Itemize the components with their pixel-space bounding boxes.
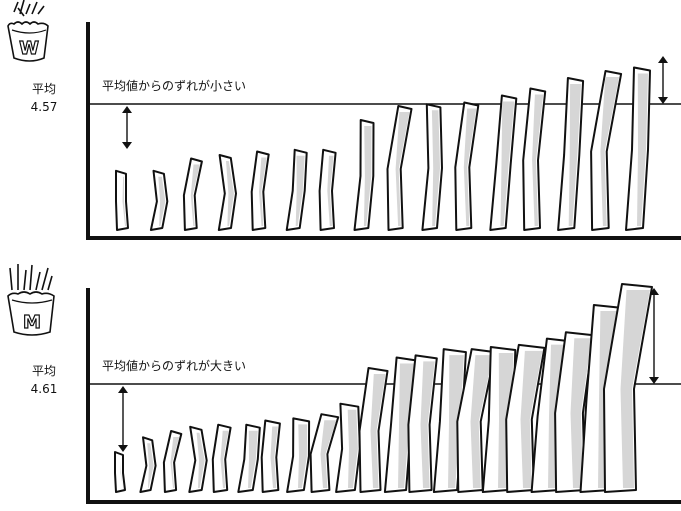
panel-m-figure: M 平均値からのずれが大きい [7,264,681,504]
french-fry [139,436,157,493]
average-label: 平均 [31,364,56,378]
fries-group-w [115,66,651,231]
french-fry-shade [122,176,126,226]
caption-small-deviation: 平均値からのずれが小さい [102,78,246,93]
fries-box-icon: W [7,0,49,62]
french-fry [114,451,126,493]
caption-large-deviation: 平均値からのずれが大きい [102,358,246,373]
average-block-m: 平均 4.61 [14,362,74,398]
panel-w: W 平均値からのずれが小さい 平均 4.57 [0,0,681,250]
french-fry-shade [420,361,435,488]
up-down-arrow-icon [649,288,659,384]
french-fry-shade [568,84,582,226]
french-fry-shade [147,443,154,488]
french-fry [115,169,129,231]
french-fry-shade [463,108,477,226]
french-fry-shade [370,374,386,488]
french-fry-shade [500,101,515,226]
french-fry-shade [570,338,592,488]
french-fry-shade [295,155,305,226]
french-fry-shade [448,355,464,488]
french-fry-shade [158,176,166,226]
average-value: 4.57 [30,100,58,114]
french-fry-shade [532,94,544,226]
french-fry-shade [320,420,337,488]
french-fry-shade [637,73,648,226]
french-fry-shade [226,161,234,226]
french-fry-shade [270,426,278,488]
up-down-arrow-icon [122,106,132,149]
french-fry-shade [600,77,620,226]
panel-m: M 平均値からのずれが大きい 平均 4.61 [0,260,681,511]
french-fry-shade [520,350,543,488]
french-fry-shade [620,290,650,488]
fries-box-icon: M [7,264,55,336]
french-fry-shade [259,157,267,226]
french-fry [386,105,413,231]
up-down-arrow-icon [118,386,128,452]
french-fry [217,154,237,231]
average-label: 平均 [31,82,56,96]
french-fry-shade [363,126,372,226]
french-fry [149,169,169,231]
french-fry-shade [298,424,308,488]
french-fry [188,425,208,493]
french-fry-shade [327,155,334,226]
french-fry-shade [431,110,440,226]
french-fry-shade [220,430,229,488]
up-down-arrow-icon [658,56,668,104]
badge-letter-m: M [23,312,41,333]
french-fry-shade [248,430,258,488]
french-fry-shade [470,355,494,488]
average-value: 4.61 [30,382,58,396]
french-fry-shade [170,437,180,488]
badge-letter-w: W [19,38,39,59]
french-fry-shade [347,409,358,488]
fries-group-m [114,283,653,493]
french-fry-shade [395,112,410,226]
french-fry-shade [120,458,123,488]
french-fry [590,70,623,231]
french-fry-shade [190,164,200,226]
french-fry [162,430,183,493]
panel-w-figure: W 平均値からのずれが小さい [7,0,681,240]
average-block-w: 平均 4.57 [14,80,74,116]
french-fry-shade [196,432,205,488]
